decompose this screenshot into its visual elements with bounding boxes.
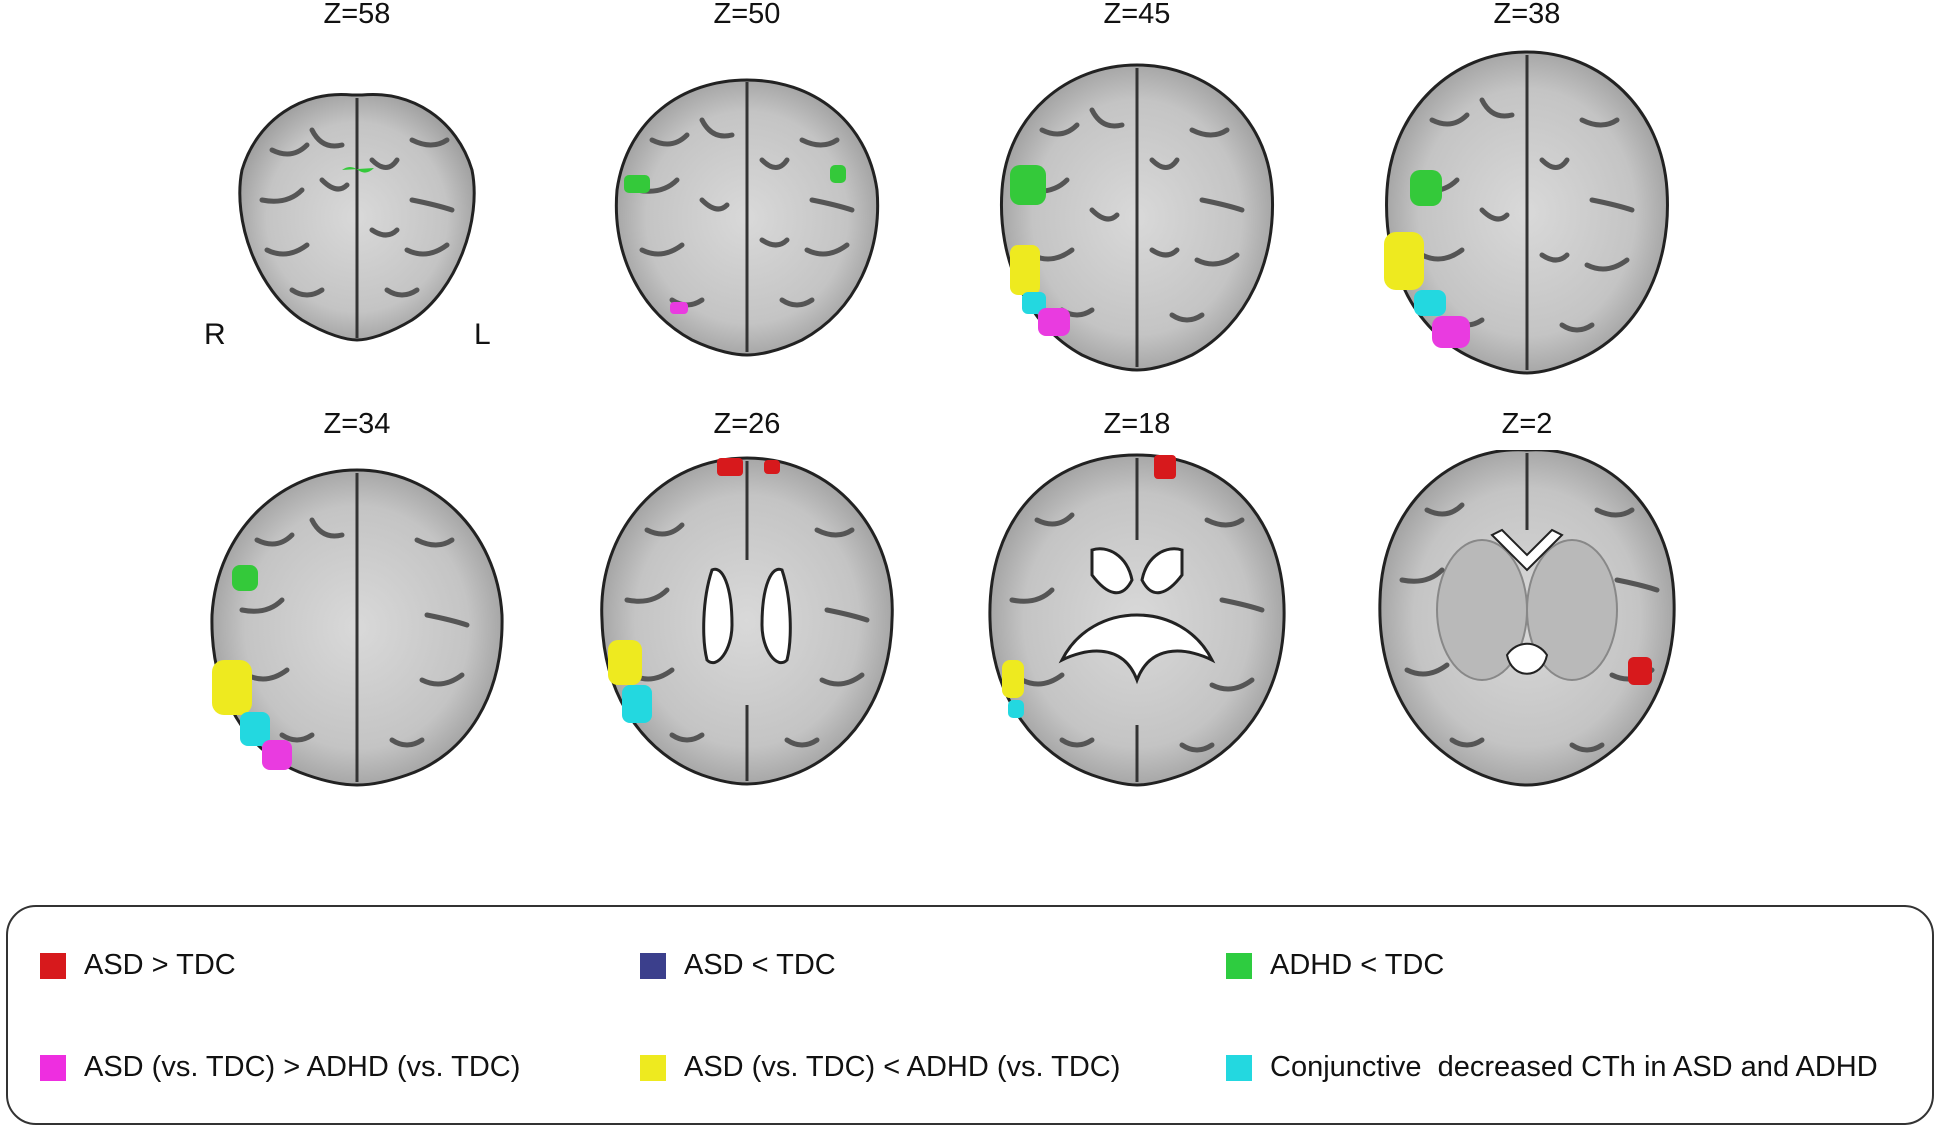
brain-image-z50 [614,78,880,357]
legend-label: ASD > TDC [84,949,236,981]
legend-label: ADHD < TDC [1270,949,1445,981]
brain-slice-z38: Z=38 [1332,0,1722,400]
legend-swatch [640,1054,666,1081]
brain-slice-z58: Z=58 R L [162,0,552,400]
legend-label: ASD (vs. TDC) > ADHD (vs. TDC) [84,1051,521,1083]
brain-slice-z2: Z=2 [1332,408,1722,810]
slice-label: Z=26 [713,408,781,440]
legend-item-asd-lt-tdc: ASD < TDC [640,949,836,982]
legend-swatch [1226,1054,1252,1081]
brain-slice-z50: Z=50 [552,0,942,400]
slice-label: Z=2 [1501,408,1553,440]
left-hemisphere-label: L [474,318,491,351]
brain-image-z38 [1384,50,1669,375]
legend-box: ASD > TDC ASD < TDC ADHD < TDC ASD (vs. … [6,905,1934,1125]
brain-image-z18 [988,453,1286,787]
legend-item-conjunctive: Conjunctive decreased CTh in ASD and ADH… [1226,1051,1878,1084]
legend-swatch [40,1054,66,1081]
brain-slice-z45: Z=45 [942,0,1332,400]
legend-label: Conjunctive decreased CTh in ASD and ADH… [1270,1051,1878,1083]
slice-label: Z=38 [1493,0,1561,30]
legend-swatch [1226,952,1252,979]
legend-label: ASD (vs. TDC) < ADHD (vs. TDC) [684,1051,1121,1083]
brain-image-z58 [238,92,476,342]
brain-slice-z34: Z=34 [162,408,552,810]
slice-label: Z=34 [323,408,391,440]
brain-image-z34 [210,468,504,787]
legend-swatch [40,952,66,979]
slice-label: Z=45 [1103,0,1171,30]
legend-label: ASD < TDC [684,949,836,981]
brain-slice-z18: Z=18 [942,408,1332,810]
brain-slice-z26: Z=26 [552,408,942,810]
legend-item-adhd-lt-tdc: ADHD < TDC [1226,949,1444,982]
slice-label: Z=58 [323,0,391,30]
legend-item-asd-vs-tdc-gt-adhd: ASD (vs. TDC) > ADHD (vs. TDC) [40,1051,520,1084]
brain-image-z45 [999,63,1275,372]
slice-label: Z=18 [1103,408,1171,440]
slice-label: Z=50 [713,0,781,30]
right-hemisphere-label: R [204,318,226,351]
legend-item-asd-vs-tdc-lt-adhd: ASD (vs. TDC) < ADHD (vs. TDC) [640,1051,1120,1084]
brain-image-z2 [1378,450,1676,787]
legend-item-asd-gt-tdc: ASD > TDC [40,949,236,982]
brain-image-z26 [600,456,894,786]
legend-swatch [640,952,666,979]
